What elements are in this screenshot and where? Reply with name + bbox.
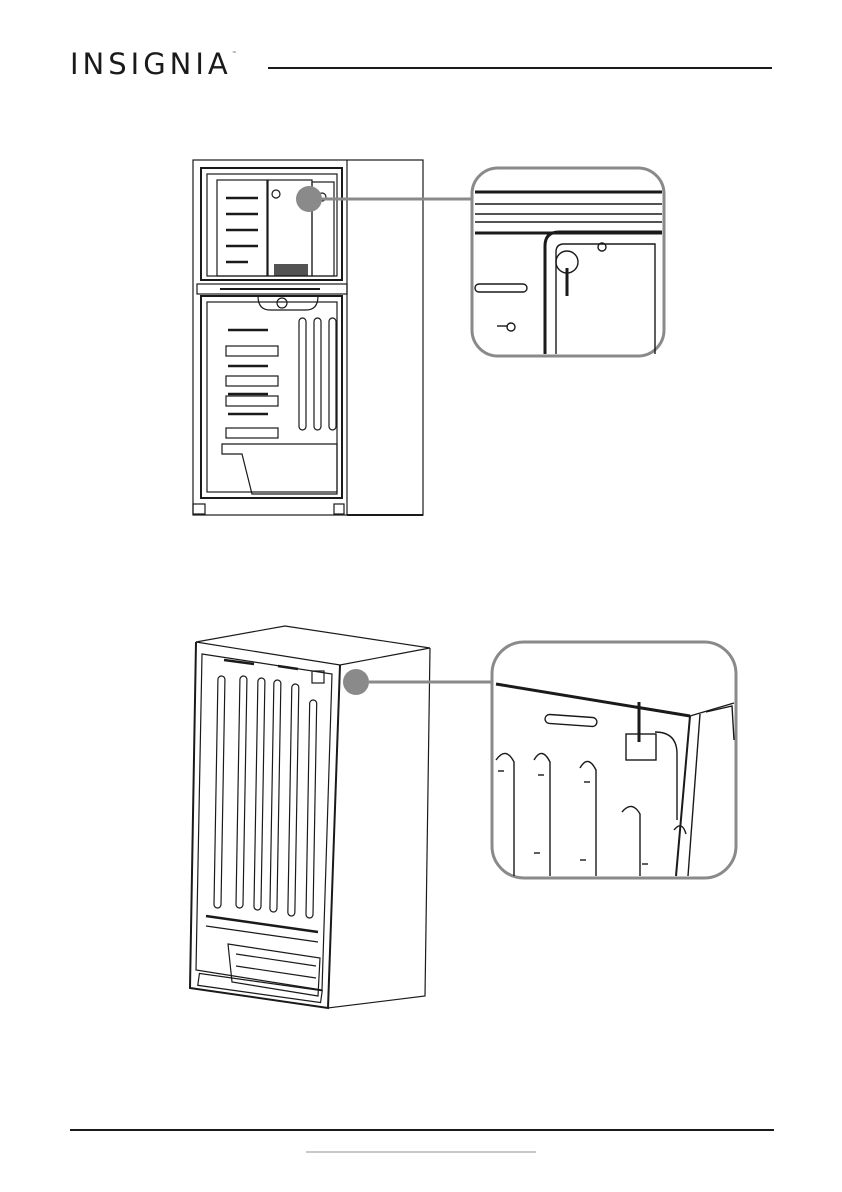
callout-marker (296, 186, 322, 212)
footer-rule (70, 1129, 774, 1131)
footer-link-rule (306, 1151, 536, 1153)
callout-marker (343, 669, 369, 695)
callout-frame (472, 168, 664, 356)
back-callout (343, 642, 736, 878)
front-callout (296, 168, 664, 356)
front-view-illustration (193, 160, 423, 515)
callout-frame (492, 642, 736, 878)
